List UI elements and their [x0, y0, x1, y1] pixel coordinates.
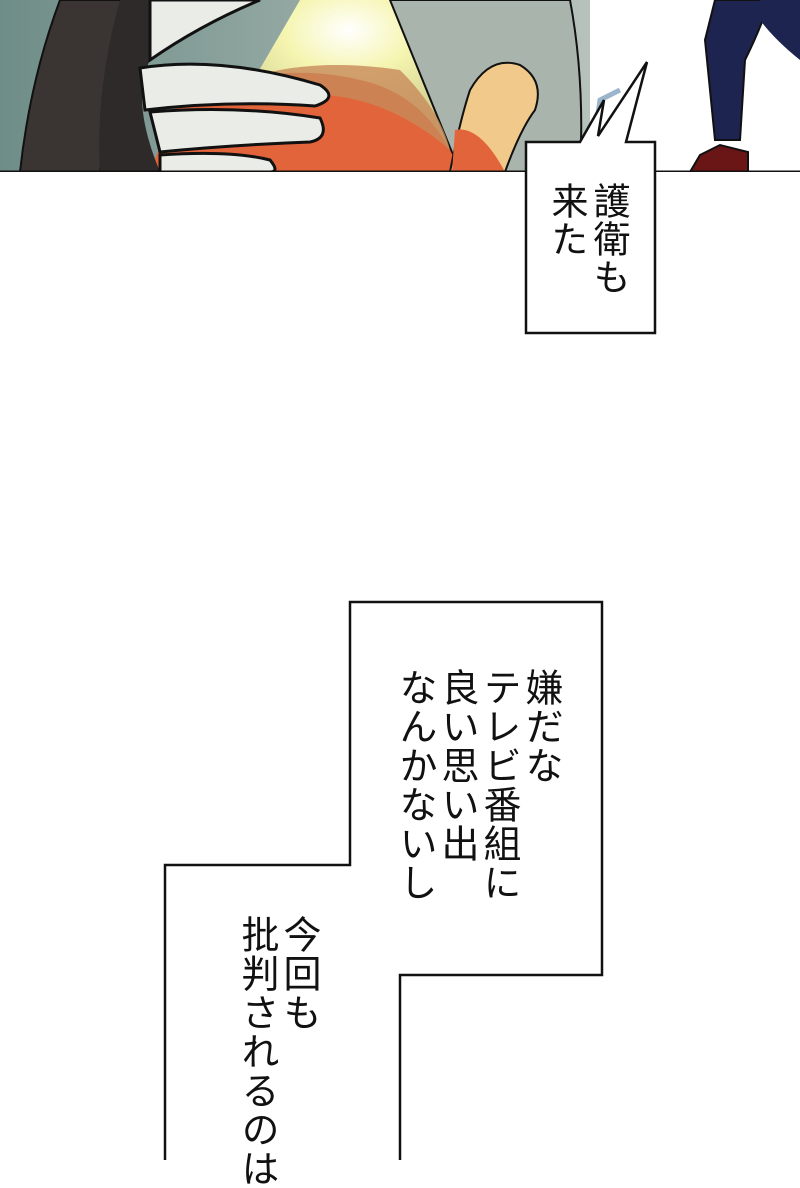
caption-2-line-1: 嫌だな [519, 668, 563, 785]
caption-1-line-2: 来た [545, 182, 588, 258]
caption-2-line-3: 良い思い出 [435, 668, 479, 863]
caption-2-line-2: テレビ番組に [477, 668, 521, 902]
panel-artwork [0, 0, 800, 172]
caption-3-line-1: 今回も [277, 915, 321, 1032]
caption-box-1 [524, 61, 657, 335]
caption-2-line-4: なんかないし [393, 668, 437, 902]
caption-box-2 [163, 600, 604, 1160]
comic-panel-top [0, 0, 800, 172]
speech-boxes [163, 61, 657, 1160]
caption-1-line-1: 護衛も [587, 182, 630, 296]
caption-3-line-2: 批判されるのは [235, 915, 279, 1188]
